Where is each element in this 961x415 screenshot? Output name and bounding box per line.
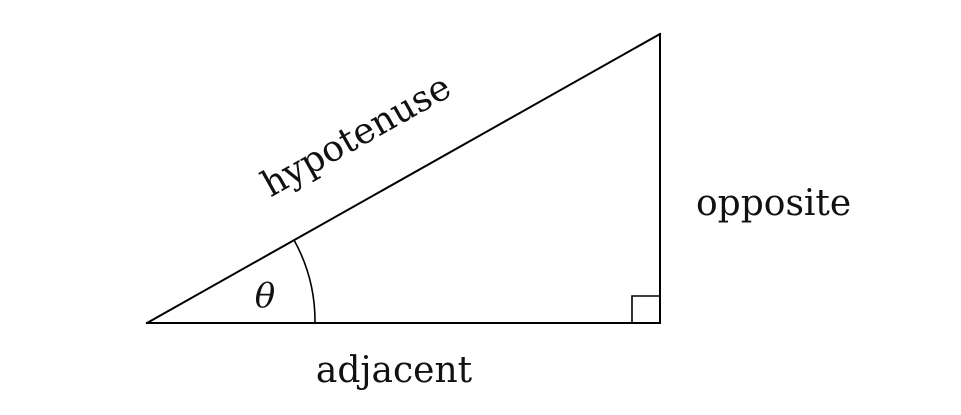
theta-label: θ: [255, 276, 275, 316]
right-angle-marker: [631, 295, 660, 323]
adjacent-label: adjacent: [316, 350, 473, 391]
hypotenuse-label: hypotenuse: [255, 67, 458, 206]
hypotenuse-side: [145, 32, 662, 325]
opposite-label: opposite: [696, 183, 851, 224]
angle-arc: [293, 239, 316, 324]
